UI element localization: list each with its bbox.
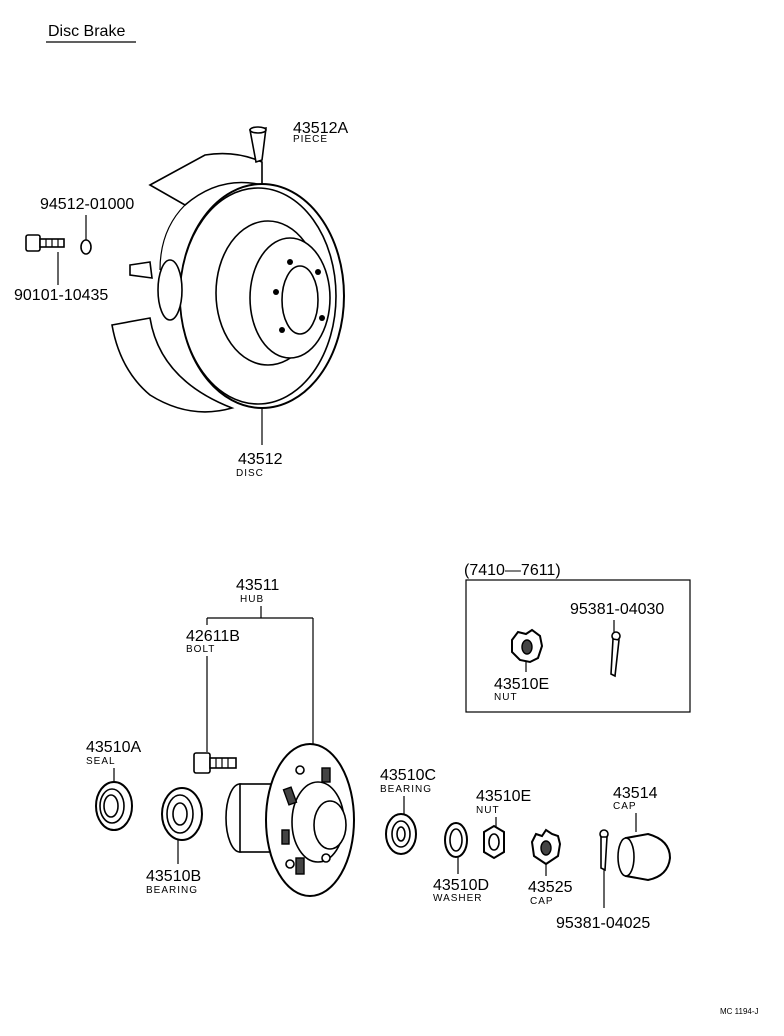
part-number-94512-01000: 94512-01000 (40, 196, 134, 213)
nut-lock-cap[interactable] (530, 828, 562, 866)
part-number-43510c: 43510C (380, 767, 436, 784)
cotter-pin[interactable] (599, 829, 609, 872)
dust-shield-bolt[interactable] (25, 234, 65, 252)
part-number-43514: 43514 (613, 785, 658, 802)
part-number-43512a: 43512A (293, 120, 348, 137)
part-name-disc: DISC (236, 468, 264, 479)
inner-bearing[interactable] (161, 787, 203, 841)
part-name-bolt: BOLT (186, 644, 215, 655)
part-number-43510e-alt: 43510E (494, 676, 549, 693)
part-name-bearing-outer: BEARING (380, 784, 432, 795)
part-name-piece: PIECE (293, 134, 328, 145)
part-name-bearing-inner: BEARING (146, 885, 198, 896)
variant-group-label: (7410—7611) (464, 562, 561, 579)
hub-bolt[interactable] (193, 752, 237, 774)
grease-cap[interactable] (617, 832, 672, 882)
part-number-95381-04025: 95381-04025 (556, 915, 650, 932)
part-name-cap: CAP (613, 801, 637, 812)
part-number-43510e: 43510E (476, 788, 531, 805)
axle-hub[interactable] (225, 743, 355, 897)
part-name-washer: WASHER (433, 893, 483, 904)
oil-seal[interactable] (95, 781, 133, 831)
diagram-title: Disc Brake (48, 23, 125, 40)
piece-part[interactable] (249, 126, 267, 164)
part-number-43525: 43525 (528, 879, 573, 896)
part-name-nut-alt: NUT (494, 692, 518, 703)
footer-reference-code: MC 1194-J (720, 1007, 759, 1016)
thrust-washer[interactable] (444, 822, 468, 858)
part-number-95381-04030: 95381-04030 (570, 601, 664, 618)
part-name-nut: NUT (476, 805, 500, 816)
brake-disc[interactable] (157, 183, 345, 409)
part-name-seal: SEAL (86, 756, 116, 767)
castle-nut-alt[interactable] (511, 628, 544, 664)
part-number-43512: 43512 (238, 451, 283, 468)
dust-shield[interactable] (111, 152, 263, 413)
part-number-90101-10435: 90101-10435 (14, 287, 108, 304)
part-name-hub: HUB (240, 594, 264, 605)
part-name-cap-lock: CAP (530, 896, 554, 907)
lock-washer[interactable] (80, 239, 92, 255)
hub-nut[interactable] (483, 824, 505, 860)
part-number-43511: 43511 (236, 577, 279, 594)
part-number-43510a: 43510A (86, 739, 141, 756)
outer-bearing[interactable] (385, 813, 417, 855)
variant-group-box (465, 579, 691, 713)
part-number-43510b: 43510B (146, 868, 201, 885)
cotter-pin-alt[interactable] (610, 631, 621, 678)
part-number-42611b: 42611B (186, 628, 240, 645)
part-number-43510d: 43510D (433, 877, 489, 894)
